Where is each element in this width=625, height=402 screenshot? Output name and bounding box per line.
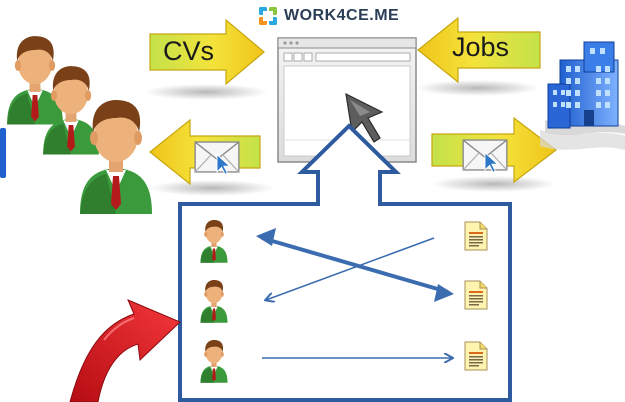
- brand-name: WORK4CE.ME: [284, 7, 400, 24]
- jobs-arrow: [417, 16, 541, 84]
- brand-logo: WORK4CE.ME: [258, 4, 399, 28]
- cvs-arrow: [149, 18, 265, 86]
- resume-document-icon: [464, 221, 488, 371]
- cvs-label: CVs: [163, 36, 215, 66]
- candidate-group-icon: [7, 36, 152, 214]
- envelope-icon: [194, 141, 240, 174]
- logo-icon: [258, 6, 278, 26]
- left-edge-bar: [0, 128, 6, 178]
- office-building-icon: [540, 41, 625, 150]
- jobs-label: Jobs: [452, 32, 510, 62]
- mail-arrow-to-company: [431, 116, 557, 184]
- envelope-icon: [462, 139, 508, 172]
- red-curved-arrow: [69, 299, 181, 402]
- match-arrows: [256, 228, 454, 358]
- mail-arrow-to-candidates: [149, 118, 261, 186]
